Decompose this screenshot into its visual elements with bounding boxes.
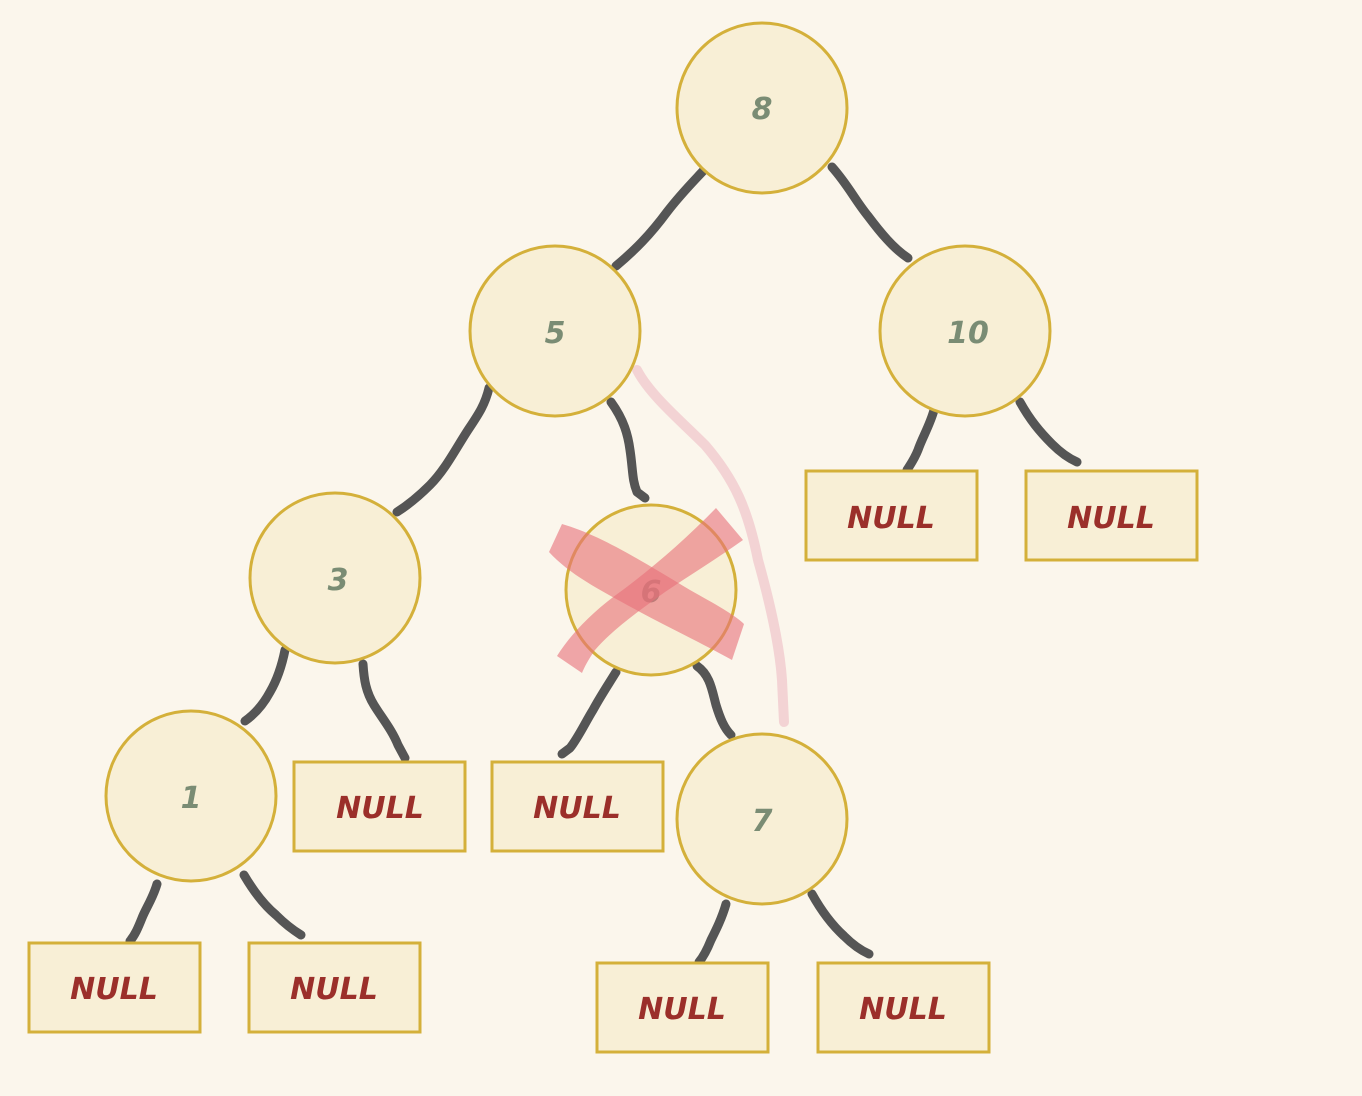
null-7-left: NULL xyxy=(595,961,770,1054)
null-10-right: NULL xyxy=(1024,469,1199,562)
edge-3-1 xyxy=(240,645,290,726)
node-7-circle xyxy=(675,732,849,906)
node-1-circle xyxy=(104,709,278,883)
null-box xyxy=(292,760,467,853)
null-box xyxy=(1024,469,1199,562)
edge-5-6 xyxy=(606,397,650,503)
edge-8-10 xyxy=(827,162,913,263)
node-3: 3 xyxy=(248,491,422,665)
edge-10-null-right xyxy=(1015,397,1082,467)
node-8-label: 8 xyxy=(752,92,773,127)
node-10-circle xyxy=(878,244,1052,418)
edge-3-null xyxy=(358,659,410,763)
node-10-label: 10 xyxy=(947,316,989,351)
node-5: 5 xyxy=(468,244,642,418)
null-label: NULL xyxy=(847,501,935,536)
node-3-label: 3 xyxy=(328,563,349,598)
null-6-left: NULL xyxy=(490,760,665,853)
edge-1-null-left xyxy=(125,879,162,946)
null-label: NULL xyxy=(859,992,947,1027)
null-label: NULL xyxy=(336,791,424,826)
replacement-path xyxy=(632,365,789,727)
null-label: NULL xyxy=(638,992,726,1027)
edge-10-null-left xyxy=(902,405,939,475)
cross-stroke-b xyxy=(557,508,743,673)
null-label: NULL xyxy=(70,972,158,1007)
null-box xyxy=(804,469,979,562)
null-box xyxy=(816,961,991,1054)
null-label: NULL xyxy=(533,791,621,826)
node-1: 1 xyxy=(104,709,278,883)
node-5-label: 5 xyxy=(545,316,566,351)
edge-5-3 xyxy=(392,383,494,517)
null-label: NULL xyxy=(290,972,378,1007)
null-box xyxy=(595,961,770,1054)
delete-cross-mark xyxy=(549,508,744,673)
null-1-left: NULL xyxy=(27,941,202,1034)
node-8-circle xyxy=(675,21,849,195)
null-box xyxy=(490,760,665,853)
null-7-right: NULL xyxy=(816,961,991,1054)
node-7-label: 7 xyxy=(752,804,773,839)
null-10-left: NULL xyxy=(804,469,979,562)
edge-7-null-left xyxy=(694,899,731,967)
null-label: NULL xyxy=(1067,501,1155,536)
edge-8-5 xyxy=(611,165,709,271)
node-10: 10 xyxy=(878,244,1052,418)
edge-6-7 xyxy=(692,661,736,740)
edge-1-null-right xyxy=(239,870,306,940)
node-8: 8 xyxy=(675,21,849,195)
edge-7-null-right xyxy=(807,889,874,959)
null-3-right: NULL xyxy=(292,760,467,853)
node-7: 7 xyxy=(675,732,849,906)
node-5-circle xyxy=(468,244,642,418)
null-1-right: NULL xyxy=(247,941,422,1034)
edge-6-null xyxy=(557,667,621,759)
edges xyxy=(125,162,1082,967)
null-box xyxy=(27,941,202,1034)
node-1-label: 1 xyxy=(181,781,202,816)
null-box xyxy=(247,941,422,1034)
node-3-circle xyxy=(248,491,422,665)
